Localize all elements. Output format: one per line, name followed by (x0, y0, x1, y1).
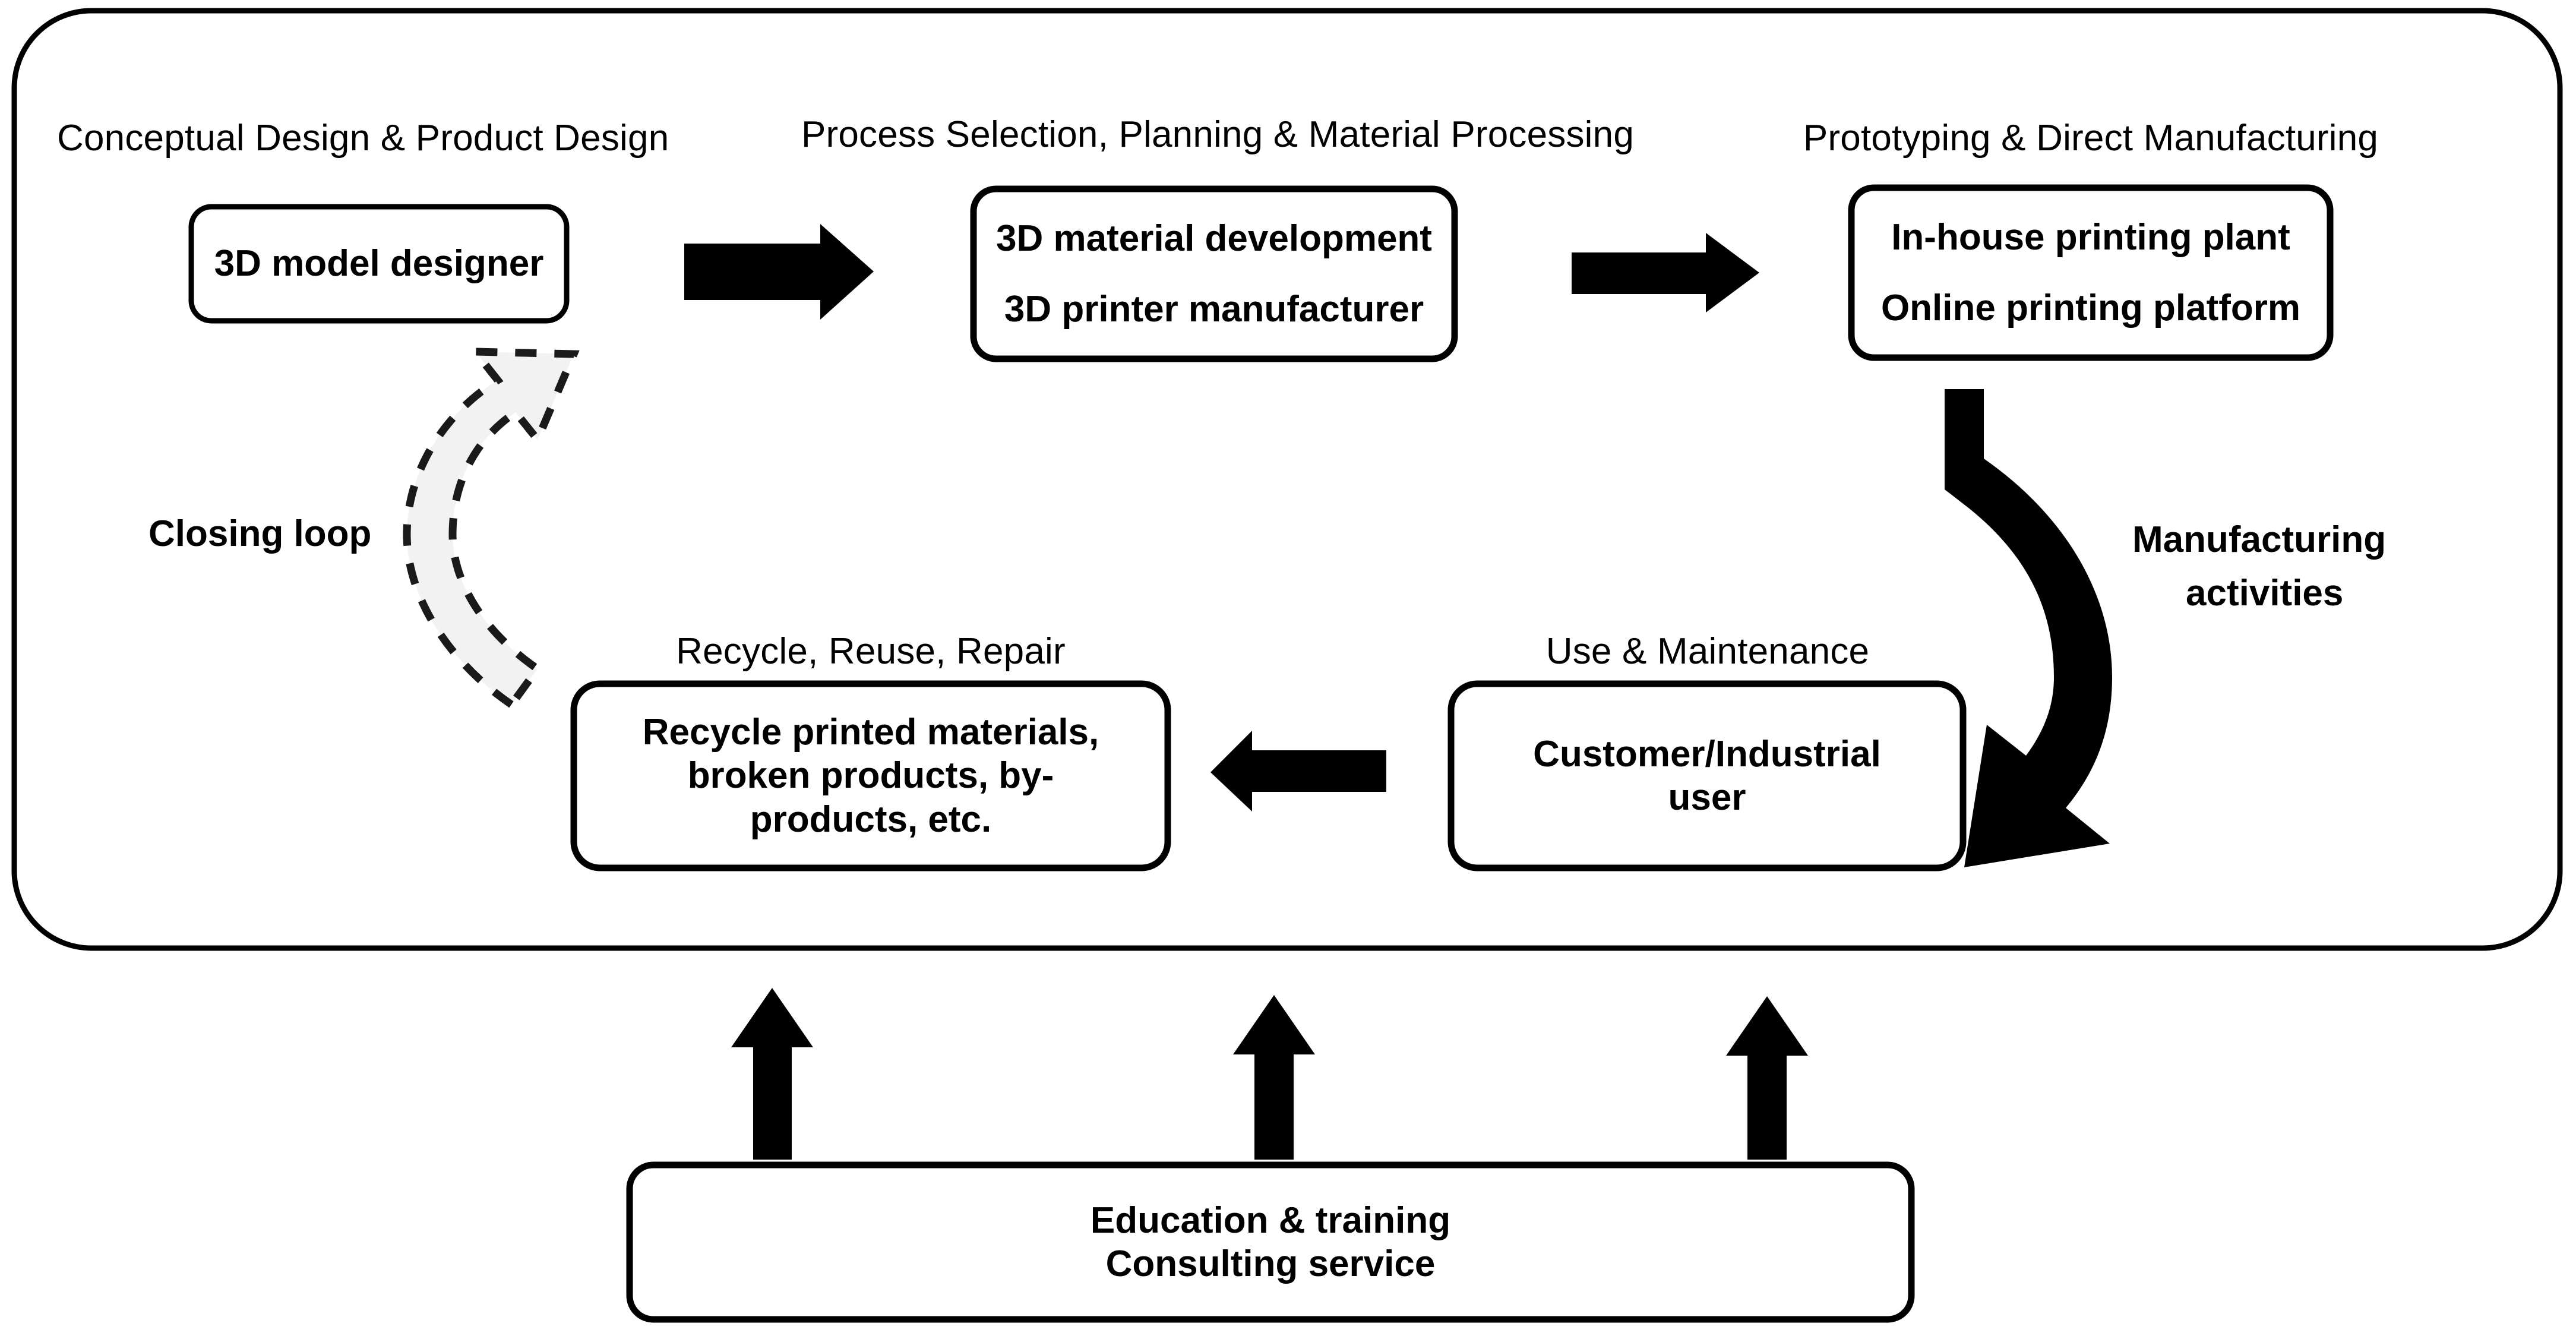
arrow-support-center-icon (1233, 995, 1315, 1160)
manufacturing-activities-label-line-2: activities (2186, 573, 2344, 614)
printing-box-frame[interactable] (1848, 184, 2334, 361)
section-header-process: Process Selection, Planning & Material P… (801, 114, 1635, 155)
printing-box-text: In-house printing plant Online printing … (1851, 188, 2330, 358)
closing-loop-label: Closing loop (148, 513, 372, 554)
printing-box-line-2: Online printing platform (1880, 288, 2301, 329)
user-box-frame[interactable] (1447, 680, 1967, 871)
section-header-prototyping: Prototyping & Direct Manufacturing (1803, 118, 2379, 159)
education-box-line-1: Education & training (1090, 1199, 1451, 1241)
material-box-text: 3D material development 3D printer manuf… (973, 189, 1455, 359)
user-box-line-1: Customer/Industrial (1533, 733, 1881, 775)
manufacturing-activities-label-line-1: Manufacturing (2132, 519, 2387, 560)
material-box-frame[interactable] (970, 185, 1458, 362)
education-box-line-2: Consulting service (1105, 1243, 1436, 1284)
recycle-box-frame[interactable] (570, 680, 1171, 871)
printing-box-line-1: In-house printing plant (1891, 216, 2290, 258)
arrow-support-right-icon (1726, 996, 1808, 1160)
section-header-conceptual: Conceptual Design & Product Design (57, 118, 669, 159)
user-box-text: Customer/Industrial user (1451, 684, 1963, 868)
education-box-frame[interactable] (626, 1161, 1915, 1323)
material-box-line-2: 3D printer manufacturer (1004, 289, 1424, 330)
arrow-support-left-icon (731, 988, 813, 1160)
recycle-box-text: Recycle printed materials, broken produc… (574, 684, 1168, 868)
recycle-box-line-1: Recycle printed materials, (642, 712, 1099, 753)
designer-box-line-1: 3D model designer (214, 243, 544, 285)
section-header-use: Use & Maintenance (1545, 631, 1870, 672)
section-header-recycle: Recycle, Reuse, Repair (676, 631, 1066, 672)
education-box-text: Education & training Consulting service (630, 1165, 1911, 1319)
material-box-line-1: 3D material development (996, 217, 1432, 259)
recycle-box-line-2: broken products, by- (687, 755, 1054, 797)
arrow-design-to-process-icon (684, 224, 874, 320)
manufacturing-activities-arrow-icon (1945, 389, 2112, 867)
user-box-line-2: user (1668, 777, 1746, 818)
designer-box-frame[interactable] (188, 204, 570, 324)
recycle-box-line-3: products, etc. (750, 798, 992, 840)
designer-box-text: 3D model designer (191, 207, 567, 321)
closing-loop-arrow-icon (403, 348, 580, 710)
arrow-use-to-recycle-icon (1210, 731, 1386, 811)
arrow-process-to-prototyping-icon (1572, 233, 1759, 312)
